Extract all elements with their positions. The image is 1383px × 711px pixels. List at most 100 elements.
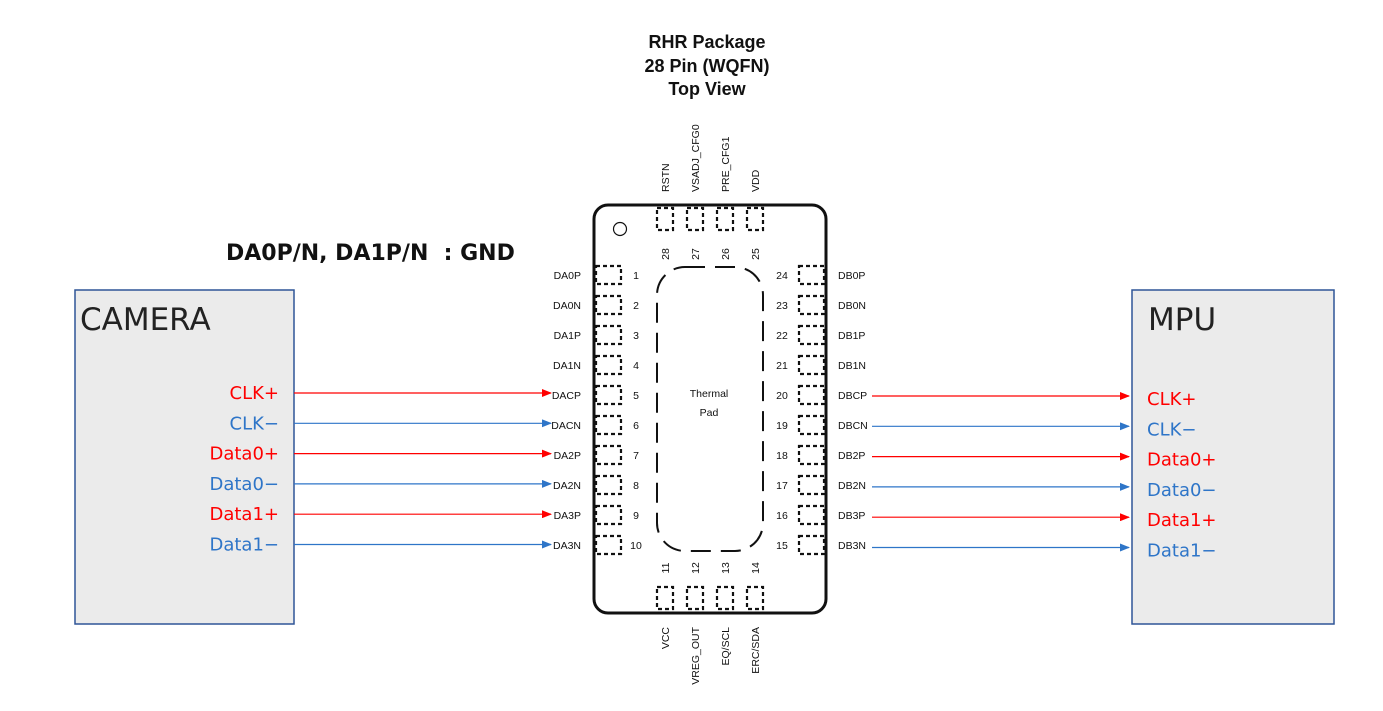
pin-number-bottom: 13 bbox=[720, 562, 732, 574]
pin-name-bottom: VCC bbox=[660, 627, 672, 650]
package-title-line-3: Top View bbox=[668, 79, 746, 99]
pin-number-left: 9 bbox=[633, 510, 639, 522]
camera-signal-label: Data1+ bbox=[209, 504, 279, 525]
pin-number-left: 8 bbox=[633, 480, 639, 492]
pin-name-left: DA0N bbox=[553, 300, 581, 312]
pin-pad-right bbox=[797, 414, 826, 436]
pin-number-bottom: 14 bbox=[750, 562, 762, 574]
camera-signal-label: CLK+ bbox=[230, 383, 279, 404]
pin-number-left: 2 bbox=[633, 300, 639, 312]
pin-number-bottom: 12 bbox=[690, 562, 702, 574]
pin-number-top: 27 bbox=[690, 248, 702, 260]
pin-name-right: DBCN bbox=[838, 420, 868, 432]
pin-name-right: DB1N bbox=[838, 360, 866, 372]
camera-signal-label: Data0+ bbox=[209, 444, 279, 465]
pin-name-right: DB1P bbox=[838, 330, 865, 342]
thermal-pad bbox=[656, 266, 764, 552]
pin-name-left: DACN bbox=[551, 420, 581, 432]
pin-number-top: 25 bbox=[750, 248, 762, 260]
pin-number-right: 23 bbox=[776, 300, 788, 312]
pin-name-left: DA0P bbox=[554, 270, 581, 282]
pin-pad-bottom bbox=[685, 585, 705, 611]
pin-name-left: DA3N bbox=[553, 540, 581, 552]
pin-name-left: DACP bbox=[552, 390, 581, 402]
pin-name-top: VSADJ_CFG0 bbox=[690, 124, 702, 192]
pin-name-left: DA1P bbox=[554, 330, 581, 342]
camera-signal-label: Data1− bbox=[209, 535, 279, 556]
mpu-signal-label: CLK+ bbox=[1147, 389, 1196, 410]
pin-pad-top bbox=[655, 206, 675, 232]
mpu-signal-label: CLK− bbox=[1147, 419, 1196, 440]
pin-number-right: 19 bbox=[776, 420, 788, 432]
pin-name-bottom: ERC/SDA bbox=[750, 627, 762, 674]
pin-pad-top bbox=[685, 206, 705, 232]
pin-pad-bottom bbox=[715, 585, 735, 611]
pin-name-top: RSTN bbox=[660, 163, 672, 192]
mpu-signal-label: Data0+ bbox=[1147, 450, 1217, 471]
pin-pad-left bbox=[594, 384, 623, 406]
pin-number-left: 4 bbox=[633, 360, 639, 372]
pin-pad-bottom bbox=[745, 585, 765, 611]
signals-layer: CLK+ CLK− Data0+ Data0− Data1+ Data1− CLK+ CLK−… bbox=[209, 383, 1216, 562]
pin-pad-right bbox=[797, 324, 826, 346]
pin-number-top: 26 bbox=[720, 248, 732, 260]
pin-number-left: 1 bbox=[633, 270, 639, 282]
pin-name-left: DA2N bbox=[553, 480, 581, 492]
pin-number-right: 17 bbox=[776, 480, 788, 492]
pin-pad-left bbox=[594, 534, 623, 556]
pin-pad-right bbox=[797, 294, 826, 316]
pin-pad-right bbox=[797, 474, 826, 496]
pin-number-left: 10 bbox=[630, 540, 642, 552]
pin-name-right: DB3N bbox=[838, 540, 866, 552]
pin-number-right: 20 bbox=[776, 390, 788, 402]
pin-name-right: DB2P bbox=[838, 450, 865, 462]
package-title-line-2: 28 Pin (WQFN) bbox=[645, 56, 770, 76]
pin-pad-right bbox=[797, 504, 826, 526]
pin-pad-right bbox=[797, 384, 826, 406]
pin-name-top: VDD bbox=[750, 169, 762, 192]
camera-signal-label: CLK− bbox=[230, 413, 279, 434]
pin-pad-right bbox=[797, 354, 826, 376]
pin-number-right: 16 bbox=[776, 510, 788, 522]
package-title-line-1: RHR Package bbox=[648, 32, 765, 52]
pin-name-right: DB0P bbox=[838, 270, 865, 282]
pin-pad-left bbox=[594, 504, 623, 526]
pin-number-top: 28 bbox=[660, 248, 672, 260]
camera-signal-label: Data0− bbox=[209, 474, 279, 495]
pin-name-left: DA2P bbox=[554, 450, 581, 462]
pin-pad-left bbox=[594, 354, 623, 376]
camera-box bbox=[74, 289, 295, 625]
gnd-note: DA0P/N, DA1P/N : GND bbox=[226, 241, 515, 266]
pin-name-right: DB2N bbox=[838, 480, 866, 492]
pin-number-right: 22 bbox=[776, 330, 788, 342]
pin-pad-right bbox=[797, 264, 826, 286]
pin-pad-left bbox=[594, 294, 623, 316]
camera-title: CAMERA bbox=[80, 302, 211, 338]
pin-pad-left bbox=[594, 444, 623, 466]
pin-pad-top bbox=[745, 206, 765, 232]
pin-name-right: DB3P bbox=[838, 510, 865, 522]
pin-pad-top bbox=[715, 206, 735, 232]
pin-pad-bottom bbox=[655, 585, 675, 611]
pin1-marker bbox=[612, 221, 628, 237]
mpu-signal-label: Data1− bbox=[1147, 541, 1217, 562]
pin-number-left: 7 bbox=[633, 450, 639, 462]
thermal-pad-label-2: Pad bbox=[700, 407, 719, 419]
pin-pad-left bbox=[594, 414, 623, 436]
mpu-title: MPU bbox=[1148, 302, 1216, 338]
pin-number-left: 6 bbox=[633, 420, 639, 432]
pin-pad-right bbox=[797, 534, 826, 556]
pin-number-right: 18 bbox=[776, 450, 788, 462]
pin-pad-left bbox=[594, 264, 623, 286]
pin-pad-left bbox=[594, 324, 623, 346]
pin-number-right: 15 bbox=[776, 540, 788, 552]
pin-number-left: 5 bbox=[633, 390, 639, 402]
mpu-signal-label: Data1+ bbox=[1147, 510, 1217, 531]
chip-package bbox=[592, 203, 828, 615]
pin-name-bottom: VREG_OUT bbox=[690, 626, 702, 684]
pin-name-right: DBCP bbox=[838, 390, 867, 402]
pin-name-left: DA1N bbox=[553, 360, 581, 372]
pin-name-top: PRE_CFG1 bbox=[720, 136, 732, 192]
